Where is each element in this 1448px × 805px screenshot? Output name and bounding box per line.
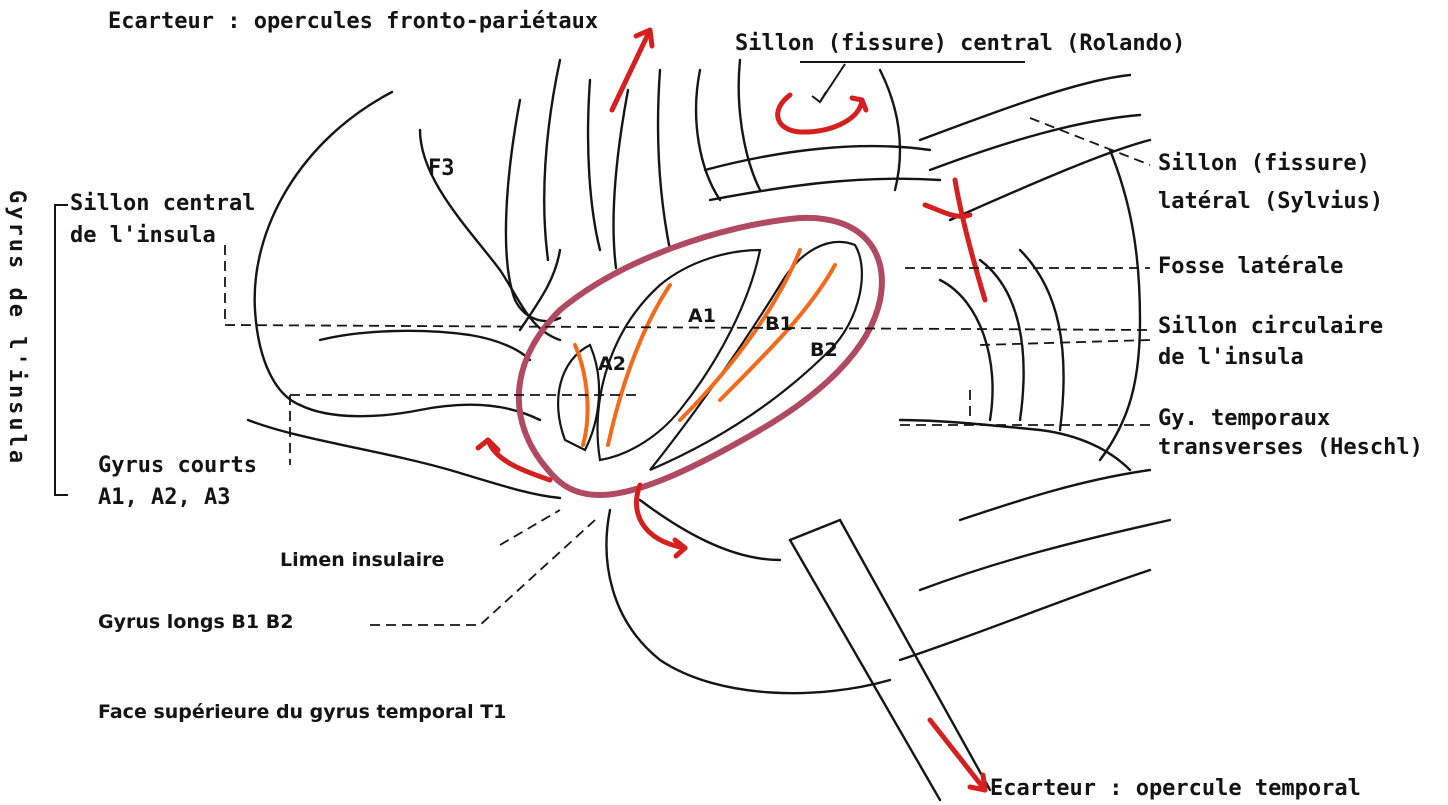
label-gyrus-de-insula: Gyrus de l'insula bbox=[4, 190, 29, 466]
label-b2: B2 bbox=[810, 336, 838, 364]
label-face-superieure: Face supérieure du gyrus temporal T1 bbox=[98, 698, 506, 726]
frontal-lobe-outline bbox=[255, 92, 392, 405]
label-gy-temporaux-1: Gy. temporaux bbox=[1158, 405, 1330, 433]
label-ecarteur-top: Ecarteur : opercules fronto-pariétaux bbox=[108, 8, 598, 36]
label-sillon-central-rolando: Sillon (fissure) central (Rolando) bbox=[735, 30, 1185, 58]
label-gyrus-courts-2: A1, A2, A3 bbox=[98, 484, 230, 512]
label-limen: Limen insulaire bbox=[280, 546, 444, 574]
label-gyrus-longs: Gyrus longs B1 B2 bbox=[98, 608, 293, 636]
label-gyrus-courts-1: Gyrus courts bbox=[98, 452, 257, 480]
arrow-limen-bottom bbox=[636, 485, 685, 548]
gyrus-insula-bracket bbox=[55, 205, 68, 495]
label-sillon-circulaire-1: Sillon circulaire bbox=[1158, 313, 1383, 341]
label-gy-temporaux-2: transverses (Heschl) bbox=[1158, 434, 1423, 462]
arrow-sylvius bbox=[955, 180, 985, 300]
retractor-bottom bbox=[790, 540, 940, 800]
arrow-ecarteur-top bbox=[612, 30, 650, 110]
label-f3: F3 bbox=[428, 155, 455, 183]
label-a2: A2 bbox=[598, 350, 626, 378]
label-fosse-laterale: Fosse latérale bbox=[1158, 253, 1343, 281]
gyrus-a3-outline bbox=[558, 345, 599, 450]
label-sillon-central-insula-1: Sillon central bbox=[70, 190, 255, 218]
label-sillon-lateral-2: latéral (Sylvius) bbox=[1158, 188, 1383, 216]
label-a1: A1 bbox=[688, 302, 716, 330]
label-sillon-central-insula-2: de l'insula bbox=[70, 222, 216, 250]
label-b1: B1 bbox=[765, 310, 793, 338]
label-sillon-circulaire-2: de l'insula bbox=[1158, 344, 1304, 372]
label-sillon-lateral-1: Sillon (fissure) bbox=[1158, 150, 1370, 178]
label-ecarteur-bottom: Ecarteur : opercule temporal bbox=[990, 775, 1361, 803]
